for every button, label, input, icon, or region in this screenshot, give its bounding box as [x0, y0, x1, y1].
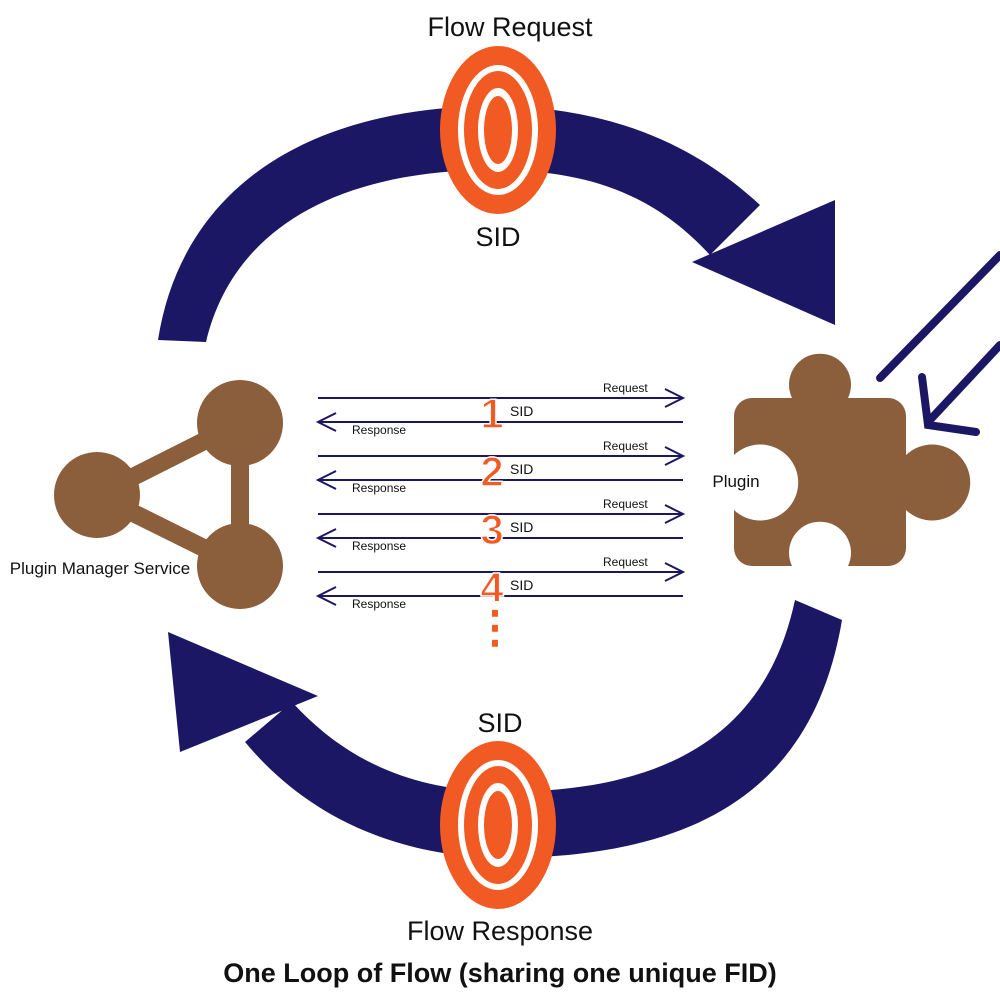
request-label: Request: [603, 439, 648, 453]
request-label: Request: [603, 497, 648, 511]
response-arrowhead: [315, 528, 337, 548]
response-arrowhead: [315, 470, 337, 490]
response-arrowhead: [315, 586, 337, 606]
exchange-number: 3: [480, 506, 503, 553]
plugin-manager-label: Plugin Manager Service: [10, 559, 190, 578]
share-network-icon: [54, 380, 283, 609]
puzzle-piece-icon: [734, 353, 971, 566]
bottom-curved-arrow: [168, 600, 842, 858]
response-label: Response: [352, 539, 406, 553]
exchange-sid: SID: [510, 577, 533, 593]
request-arrowhead: [664, 504, 686, 524]
flow-request-badge: [440, 46, 556, 214]
top-curved-arrow: [158, 105, 835, 342]
plugin-label: Plugin: [712, 472, 759, 491]
flow-response-sid: SID: [477, 708, 522, 738]
flow-request-label: Flow Request: [427, 12, 593, 42]
exchange-number: 1: [480, 390, 503, 437]
exchange-number: 2: [480, 448, 503, 495]
response-label: Response: [352, 597, 406, 611]
request-label: Request: [603, 555, 648, 569]
response-arrowhead: [315, 412, 337, 432]
request-arrowhead: [664, 388, 686, 408]
request-arrowhead: [664, 446, 686, 466]
exchange-sid: SID: [510, 519, 533, 535]
exchange-number: 4: [480, 564, 504, 611]
exchange-sid: SID: [510, 461, 533, 477]
response-label: Response: [352, 481, 406, 495]
flow-response-badge: [440, 741, 556, 909]
diagram-caption: One Loop of Flow (sharing one unique FID…: [223, 958, 776, 988]
continuation-dots: ⋮: [473, 603, 517, 652]
flow-request-sid: SID: [475, 222, 520, 252]
response-label: Response: [352, 423, 406, 437]
flow-response-label: Flow Response: [407, 916, 593, 946]
request-label: Request: [603, 381, 648, 395]
exchange-sid: SID: [510, 403, 533, 419]
incoming-arrow: [876, 251, 1000, 436]
request-arrowhead: [664, 562, 686, 582]
